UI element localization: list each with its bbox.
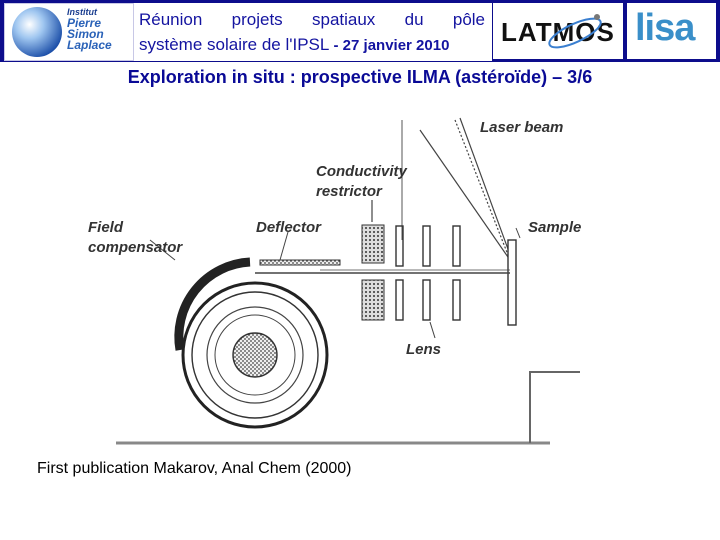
latmos-logo: LATMOS bbox=[493, 3, 623, 59]
label-conductivity: Conductivity bbox=[316, 163, 407, 180]
ipsl-sphere-icon bbox=[12, 7, 62, 57]
ipsl-line-laplace: Laplace bbox=[67, 38, 112, 52]
field-compensator-arc bbox=[174, 257, 251, 351]
orbitrap-rings bbox=[181, 281, 329, 429]
restrictor-block-bottom bbox=[361, 279, 385, 321]
field-compensator-pointer bbox=[149, 239, 176, 261]
sample-plate bbox=[507, 239, 517, 326]
label-compensator: compensator bbox=[88, 239, 183, 256]
step-outline bbox=[529, 371, 580, 443]
title-word: du bbox=[404, 10, 424, 29]
ipsl-logo: Institut Pierre Simon Laplace bbox=[4, 3, 134, 61]
ipsl-logo-text: Institut Pierre Simon Laplace bbox=[67, 7, 131, 51]
meeting-title-line1: Réunion projets spatiaux du pôle bbox=[139, 10, 485, 30]
ilma-schematic-figure: Laser beam Conductivity restrictor Field… bbox=[88, 117, 581, 445]
lisa-logo-text: lisa bbox=[635, 7, 695, 49]
laser-beam-rays bbox=[419, 117, 513, 261]
deflector-plate bbox=[259, 259, 341, 266]
latmos-orbit-icon bbox=[548, 14, 602, 49]
label-field: Field bbox=[88, 219, 124, 236]
ipsl-line-institut: Institut bbox=[67, 7, 97, 17]
meeting-date: - 27 janvier 2010 bbox=[329, 37, 450, 54]
restrictor-block-top bbox=[361, 224, 385, 264]
label-lens: Lens bbox=[406, 341, 441, 358]
figure-caption: First publication Makarov, Anal Chem (20… bbox=[37, 460, 352, 477]
meeting-title-line2: système solaire de l'IPSL - 27 janvier 2… bbox=[139, 35, 487, 55]
label-laser-beam: Laser beam bbox=[480, 119, 563, 136]
header-band: Institut Pierre Simon Laplace Réunion pr… bbox=[0, 0, 720, 62]
title-word: Réunion bbox=[139, 10, 203, 29]
ipsl-line-simon: Simon bbox=[67, 27, 104, 41]
sample-pointer bbox=[515, 227, 521, 239]
title-word: spatiaux bbox=[311, 10, 376, 29]
title-word: pôle bbox=[452, 10, 485, 29]
meeting-title-main: système solaire de l'IPSL bbox=[139, 35, 330, 54]
lens-pointer bbox=[429, 321, 436, 339]
deflector-pointer bbox=[279, 231, 289, 261]
label-deflector: Deflector bbox=[256, 219, 322, 236]
lisa-logo: lisa bbox=[627, 3, 716, 59]
label-sample: Sample bbox=[528, 219, 581, 236]
title-word: projets bbox=[231, 10, 283, 29]
slide-title: Exploration in situ : prospective ILMA (… bbox=[127, 67, 593, 87]
meeting-title-box: Réunion projets spatiaux du pôle système… bbox=[134, 3, 492, 61]
lens-plates bbox=[395, 225, 461, 321]
ipsl-line-pierre: Pierre bbox=[67, 16, 102, 30]
label-restrictor: restrictor bbox=[316, 183, 383, 200]
